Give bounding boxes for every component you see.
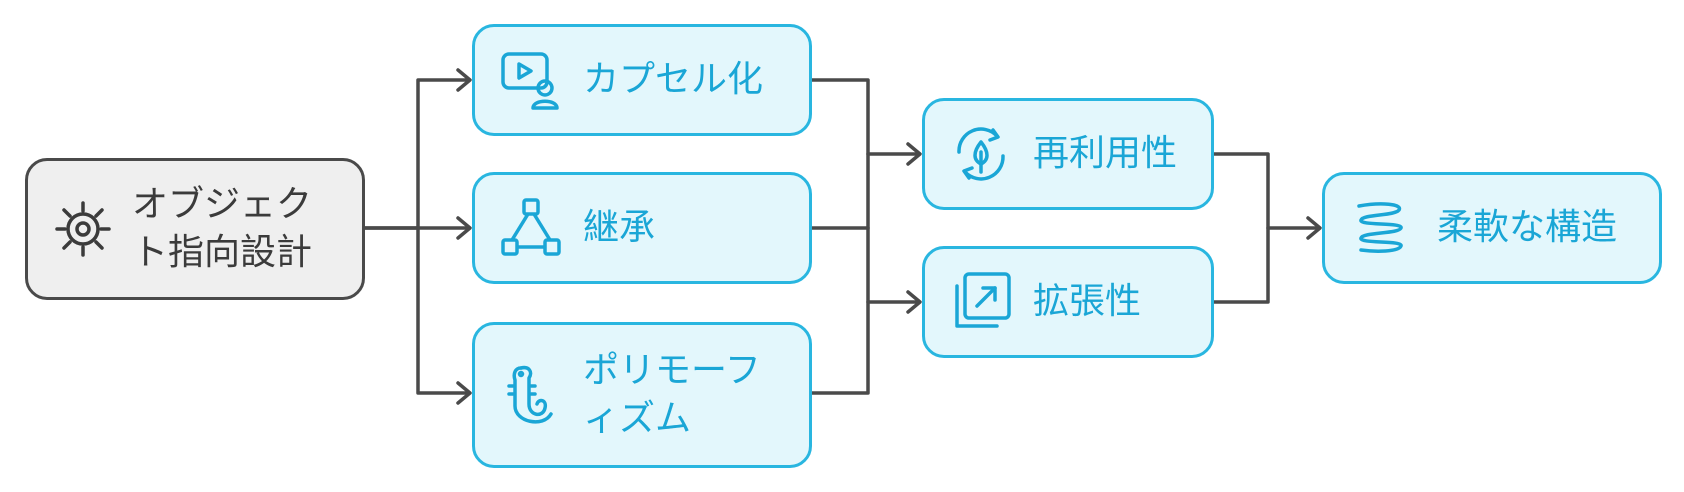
- node-label: 再利用性: [1033, 133, 1178, 174]
- node-reusability: 再利用性: [922, 98, 1214, 210]
- arrowhead-extensibility: [906, 290, 922, 314]
- node-extensibility: 拡張性: [922, 246, 1214, 358]
- media-user-icon: [499, 48, 563, 112]
- edge-polymorphism-extensibility: [810, 300, 870, 395]
- edge-encapsulation-reusability: [810, 78, 920, 156]
- gear-icon: [52, 198, 114, 260]
- edge-inheritance-reusability: [810, 152, 870, 230]
- expand-arrow-icon: [949, 270, 1013, 334]
- shapeshift-icon: [499, 360, 563, 430]
- node-label: 柔軟な構造: [1437, 207, 1618, 248]
- node-label: オブジェク ト指向設計: [132, 184, 313, 273]
- node-polymorphism: ポリモーフ ィズム: [472, 322, 812, 468]
- edge-inheritance-extensibility: [866, 226, 920, 304]
- node-flexible-structure: 柔軟な構造: [1322, 172, 1662, 284]
- edge-oop-encapsulation: [362, 78, 470, 230]
- node-encapsulation: カプセル化: [472, 24, 812, 136]
- arrowhead-inheritance: [456, 216, 472, 240]
- node-oop: オブジェク ト指向設計: [25, 158, 365, 300]
- edge-extensibility-flexible: [1211, 226, 1270, 304]
- spring-icon: [1351, 196, 1415, 260]
- node-label: ポリモーフ ィズム: [583, 350, 761, 439]
- hierarchy-icon: [499, 196, 563, 260]
- arrowhead-reusability: [906, 142, 922, 166]
- node-inheritance: 継承: [472, 172, 812, 284]
- recycle-icon: [949, 122, 1013, 186]
- arrowhead-polymorphism: [456, 381, 472, 405]
- edge-oop-polymorphism: [416, 226, 470, 395]
- edge-reusability-flexible: [1211, 152, 1320, 230]
- node-label: 拡張性: [1033, 281, 1142, 322]
- arrowhead-encapsulation: [456, 68, 472, 92]
- arrowhead-flexible: [1306, 216, 1322, 240]
- node-label: カプセル化: [583, 59, 764, 100]
- node-label: 継承: [583, 207, 656, 248]
